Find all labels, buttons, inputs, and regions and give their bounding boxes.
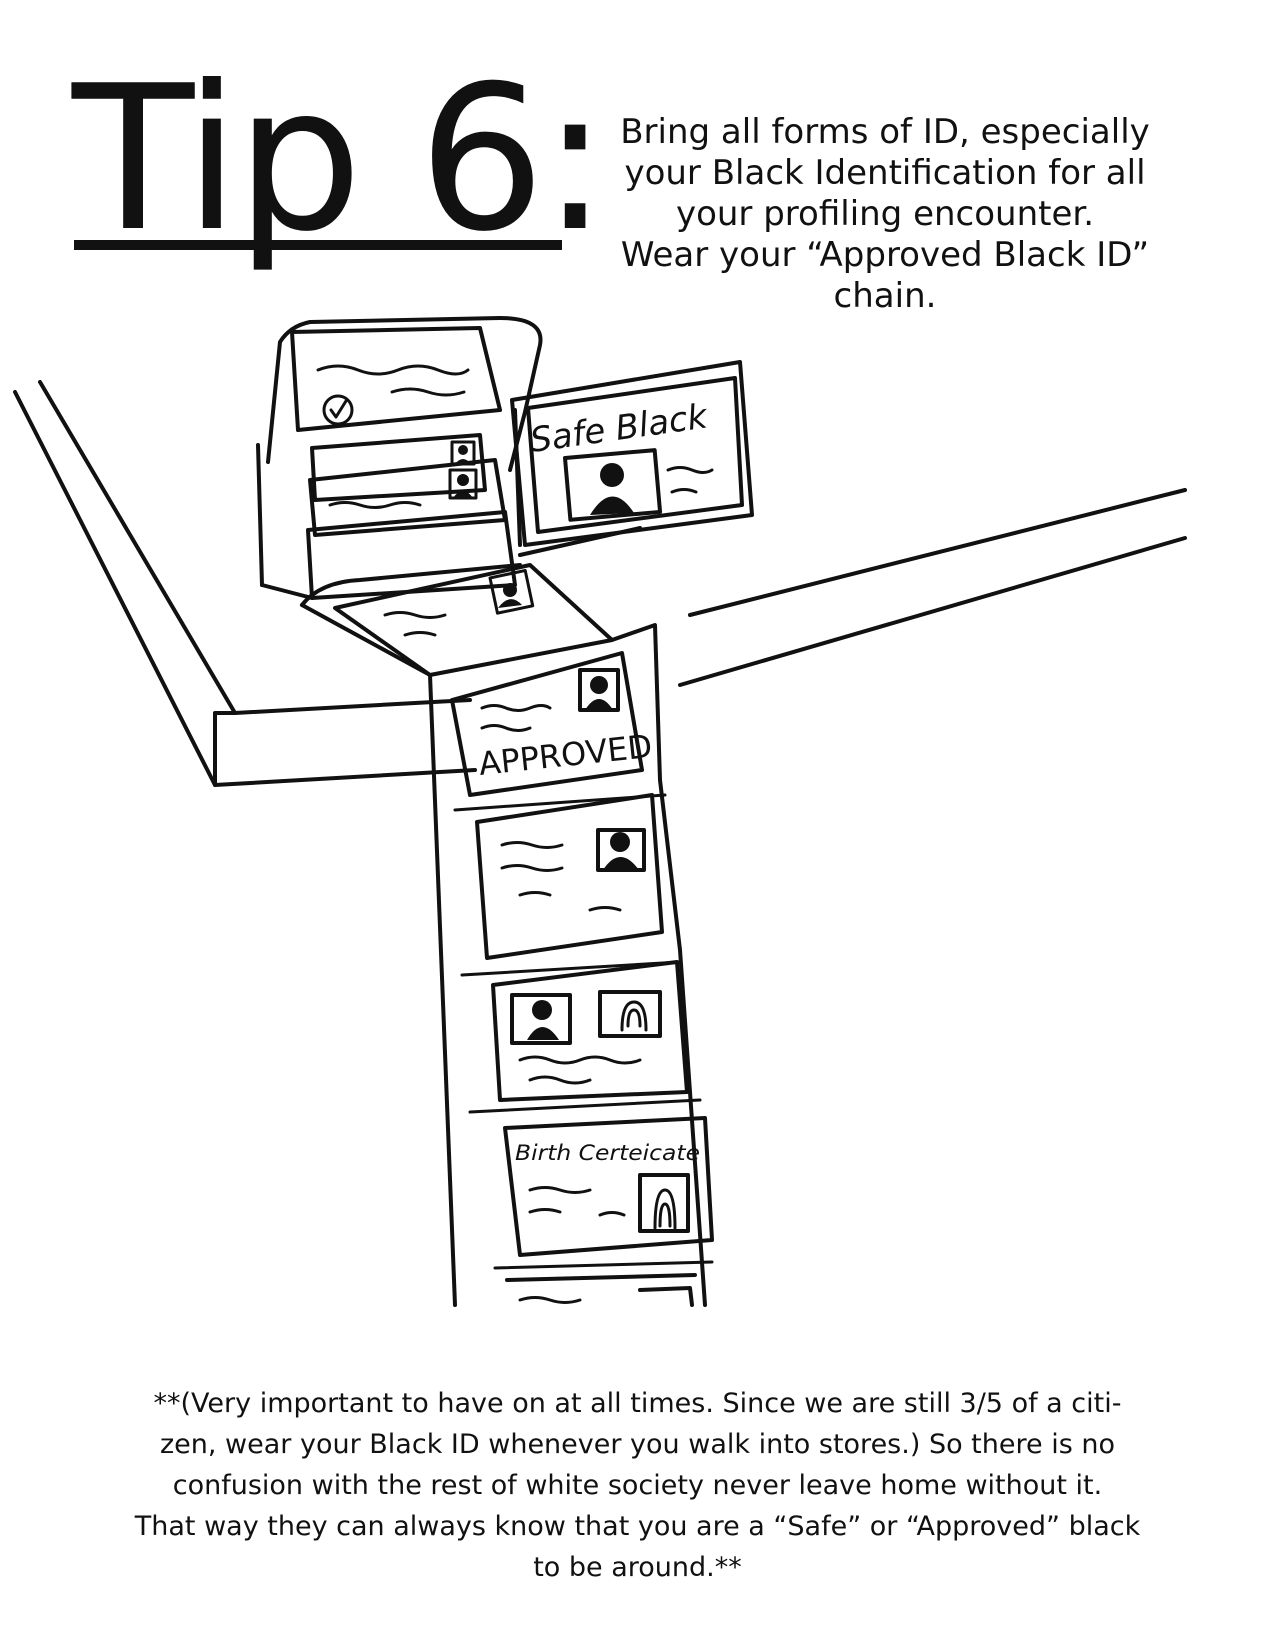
intro-line: Wear your “Approved Black ID” — [620, 235, 1150, 275]
card-birth-label: Birth Certeicate — [515, 1141, 700, 1165]
footnote-line: **(Very important to have on at all time… — [153, 1388, 1122, 1419]
footnote-line: to be around.** — [533, 1552, 742, 1583]
title-underline — [74, 240, 562, 250]
card-approved-label: APPROVED — [477, 727, 654, 783]
intro-line: chain. — [833, 276, 937, 316]
footnote-text: **(Very important to have on at all time… — [60, 1383, 1215, 1588]
footnote-line: zen, wear your Black ID whenever you wal… — [160, 1429, 1115, 1460]
table-drawing — [13, 380, 1187, 787]
footnote-line: That way they can always know that you a… — [134, 1511, 1141, 1542]
footnote-line: confusion with the rest of white society… — [172, 1470, 1103, 1501]
intro-line: Bring all forms of ID, especially — [620, 112, 1150, 152]
id-chain-drawing: APPROVED Birth Certeicate — [300, 563, 714, 1307]
intro-line: your Black Identification for all — [624, 153, 1146, 193]
wallet-drawing: Safe Black — [256, 316, 754, 600]
tip-title: Tip 6: — [72, 43, 609, 276]
intro-line: your profiling encounter. — [675, 194, 1095, 234]
wallet-chain-illustration: Safe Black APPROVED — [13, 316, 1187, 1307]
intro-text: Bring all forms of ID, especially your B… — [575, 112, 1195, 317]
